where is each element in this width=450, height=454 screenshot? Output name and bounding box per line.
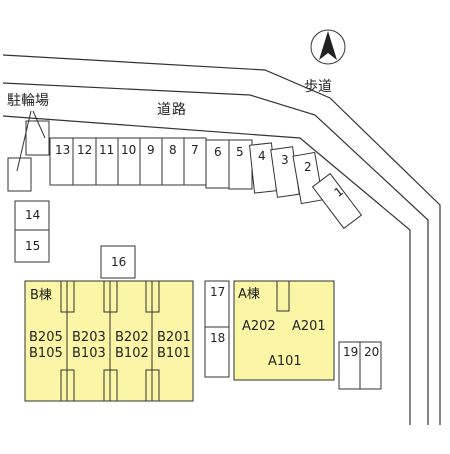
building-b-name: B棟 [30,288,52,303]
unit-b203: B203 [72,330,106,345]
unit-b102: B102 [115,346,149,361]
parking-label-19: 19 [343,345,359,359]
bicycle-parking [7,120,50,192]
building-b [24,280,194,402]
bicycle-rack-right [25,120,50,156]
unit-b201: B201 [157,330,191,345]
bicycle-pointer-lines [16,110,46,172]
parking-label-8: 8 [169,143,177,157]
parking-label-16: 16 [111,255,127,269]
parking-space-1 [311,172,363,230]
parking-label-5: 5 [236,145,244,159]
parking-label-18: 18 [210,331,226,345]
unit-a101: A101 [268,354,302,369]
sidewalk-inner-line [2,82,429,425]
unit-b101: B101 [157,346,191,361]
north-arrow-icon [310,29,346,65]
parking-label-4: 4 [258,149,266,163]
building-a [233,280,335,381]
parking-label-13: 13 [55,143,71,157]
parking-label-10: 10 [121,143,137,157]
road-label: 道路 [157,102,187,118]
parking-space-14 [14,200,50,231]
parking-label-12: 12 [77,143,93,157]
parking-label-9: 9 [147,143,155,157]
unit-b103: B103 [72,346,106,361]
building-a-name: A棟 [238,287,260,302]
parking-label-17: 17 [210,285,226,299]
parking-label-15: 15 [25,239,41,253]
road-lines [2,54,441,425]
sidewalk-label: 歩道 [304,79,332,95]
parking-label-20: 20 [364,345,380,359]
bicycle-rack-left [7,157,32,192]
sidewalk-outer-line [2,54,441,425]
unit-a202: A202 [242,319,276,334]
parking-label-2: 2 [304,160,312,174]
bicycle-parking-label: 駐輪場 [7,93,49,109]
parking-label-14: 14 [25,208,41,222]
parking-label-7: 7 [191,143,199,157]
parking-space-16 [100,245,136,279]
parking-space-18 [204,326,230,378]
parking-space-20 [359,341,382,390]
unit-b202: B202 [115,330,149,345]
unit-b105: B105 [29,346,63,361]
parking-row-top [49,137,363,230]
parking-space-15 [14,229,50,263]
unit-b205: B205 [29,330,63,345]
parking-label-6: 6 [214,145,222,159]
parking-left [14,200,50,263]
parking-right [338,341,382,390]
parking-label-11: 11 [99,143,115,157]
site-boundary-line [2,115,411,425]
parking-middle [204,280,230,378]
unit-a201: A201 [292,319,326,334]
parking-label-3: 3 [281,153,289,167]
